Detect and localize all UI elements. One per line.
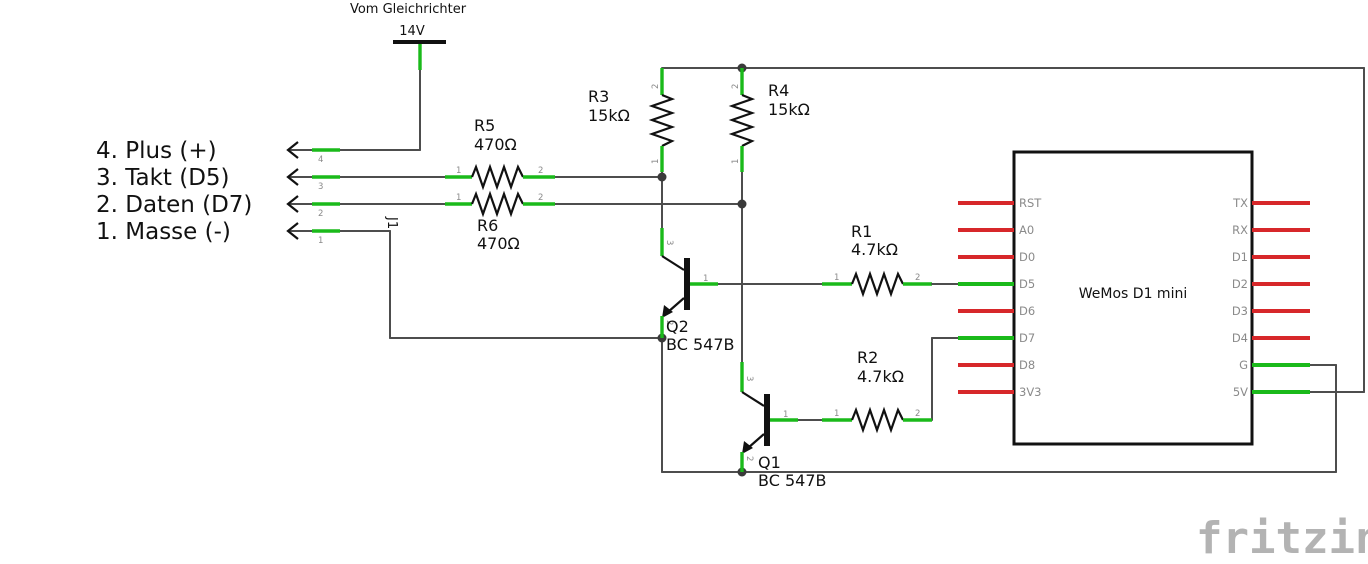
resistor-value: 470Ω <box>474 135 517 154</box>
resistor-value: 15kΩ <box>768 100 810 119</box>
transistor-q2: 3 1 2 Q2 BC 547B <box>660 228 734 354</box>
connector-pin-4: 4 4. Plus (+) <box>96 138 341 165</box>
svg-text:1: 1 <box>731 159 741 164</box>
svg-text:1: 1 <box>834 273 839 283</box>
module-pin-label: G <box>1239 358 1248 372</box>
module-pin-label: D5 <box>1019 277 1035 291</box>
connector-pin-label: 2. Daten (D7) <box>96 192 252 218</box>
module-pin-label: D6 <box>1019 304 1035 318</box>
resistor-r1: 1 2 R1 4.7kΩ <box>822 222 959 298</box>
transistor-type: BC 547B <box>666 335 734 354</box>
resistor-value: 15kΩ <box>588 106 630 125</box>
arrow-icon <box>286 195 299 213</box>
resistor-name: R4 <box>768 81 789 100</box>
module-pin-label: D3 <box>1232 304 1248 318</box>
svg-text:2: 2 <box>318 209 323 219</box>
supply-bar <box>393 40 446 44</box>
svg-text:1: 1 <box>456 193 461 203</box>
junction-dot <box>737 199 747 209</box>
svg-text:2: 2 <box>915 409 920 419</box>
junction-dot <box>657 172 667 182</box>
svg-text:2: 2 <box>538 166 543 176</box>
transistor-q1: 3 1 2 Q1 BC 547B <box>740 362 826 490</box>
connector-pin-label: 3. Takt (D5) <box>96 165 230 191</box>
module-pin-label: 5V <box>1233 385 1248 399</box>
module-pin-label: D8 <box>1019 358 1035 372</box>
resistor-r5: 1 2 R5 470Ω <box>445 116 555 191</box>
supply-symbol: Vom Gleichrichter 14V <box>350 2 467 70</box>
svg-text:1: 1 <box>703 274 708 284</box>
module-right-pins: TX RX D1 D2 D3 D4 G 5V <box>1232 196 1310 399</box>
transistor-type: BC 547B <box>758 471 826 490</box>
resistor-value: 4.7kΩ <box>851 240 898 259</box>
module-pin-label: RST <box>1019 196 1042 210</box>
svg-text:2: 2 <box>664 320 674 325</box>
arrow-icon <box>286 168 299 186</box>
svg-text:1: 1 <box>783 410 788 420</box>
resistor-name: R3 <box>588 87 609 106</box>
connector-name: J1 <box>384 216 399 229</box>
module-name: WeMos D1 mini <box>1079 286 1187 302</box>
svg-text:1: 1 <box>318 236 323 246</box>
svg-text:1: 1 <box>456 166 461 176</box>
resistor-name: R1 <box>851 222 872 241</box>
connector-pin-label: 4. Plus (+) <box>96 138 217 164</box>
module-pin-label: D7 <box>1019 331 1035 345</box>
transistor-name: Q1 <box>758 453 781 472</box>
module-pin-label: 3V3 <box>1019 385 1042 399</box>
resistor-value: 470Ω <box>477 234 520 253</box>
wires <box>339 41 1365 473</box>
svg-text:3: 3 <box>318 182 323 192</box>
resistor-name: R6 <box>477 216 498 235</box>
svg-text:2: 2 <box>915 273 920 283</box>
resistor-value: 4.7kΩ <box>857 367 904 386</box>
module-left-pins: RST A0 D0 D5 D6 D7 D8 3V3 <box>958 196 1042 399</box>
connector-pin-2: 2 2. Daten (D7) <box>96 192 446 219</box>
module-pin-label: TX <box>1232 196 1248 210</box>
resistor-name: R2 <box>857 348 878 367</box>
fritzing-logo: fritzing <box>1196 513 1368 564</box>
supply-voltage: 14V <box>399 24 425 39</box>
connector-pin-1: 1 1. Masse (-) <box>96 219 341 246</box>
module-body <box>1012 150 1254 446</box>
resistor-r4: 2 1 R4 15kΩ <box>728 68 810 172</box>
module-pin-label: RX <box>1232 223 1248 237</box>
svg-text:2: 2 <box>731 84 741 89</box>
svg-text:3: 3 <box>664 240 674 245</box>
module-pin-label: D4 <box>1232 331 1248 345</box>
resistor-r6: 1 2 R6 470Ω <box>445 190 555 253</box>
svg-text:1: 1 <box>651 159 661 164</box>
connector-j1: J1 4 4. Plus (+) 3 3. Takt (D5) 2 2. Dat… <box>96 138 446 246</box>
module-pin-label: A0 <box>1019 223 1034 237</box>
resistor-name: R5 <box>474 116 495 135</box>
module-pin-label: D0 <box>1019 250 1035 264</box>
svg-text:2: 2 <box>744 456 754 461</box>
connector-pin-label: 1. Masse (-) <box>96 219 231 245</box>
arrow-icon <box>286 222 299 240</box>
svg-text:3: 3 <box>744 376 754 381</box>
svg-text:4: 4 <box>318 155 323 165</box>
transistor-name: Q2 <box>666 317 689 336</box>
module-pin-label: D1 <box>1232 250 1248 264</box>
resistor-r3: 2 1 R3 15kΩ <box>588 68 676 172</box>
wemos-module: WeMos D1 mini RST A0 D0 D5 D6 D7 D8 3V3 … <box>958 150 1310 446</box>
module-pin-label: D2 <box>1232 277 1248 291</box>
arrow-icon <box>286 141 299 159</box>
supply-caption: Vom Gleichrichter <box>350 2 467 17</box>
connector-pin-3: 3 3. Takt (D5) <box>96 165 446 192</box>
svg-text:2: 2 <box>538 193 543 203</box>
svg-text:1: 1 <box>834 409 839 419</box>
resistor-r2: 1 2 R2 4.7kΩ <box>822 348 932 434</box>
svg-text:2: 2 <box>651 84 661 89</box>
